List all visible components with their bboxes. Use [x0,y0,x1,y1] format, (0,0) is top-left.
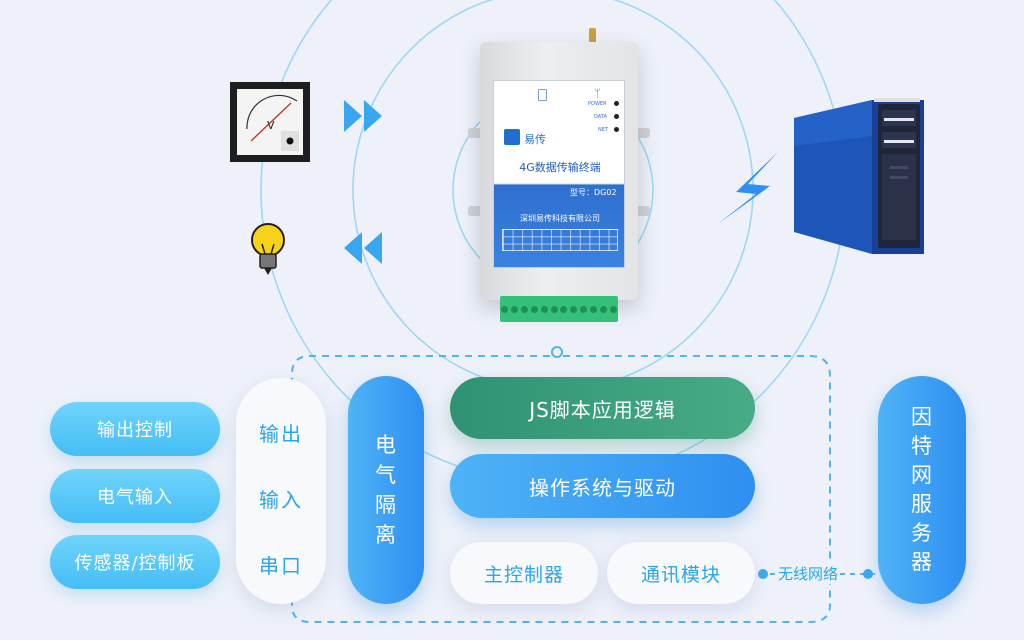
io-serial-label: 串口 [259,554,303,578]
os-driver-pill: 操作系统与驱动 [450,454,755,518]
sensor-control-board-pill: 传感器/控制板 [50,535,220,589]
io-column [236,378,326,604]
antenna-icon: ᛘ [594,87,601,100]
output-control-pill: 输出控制 [50,402,220,456]
dtu-device-panel: ᛘ POWER DATA NET 易传 4G数据传输终端 型号：DG02 深圳易… [493,80,625,268]
js-script-logic-pill: JS脚本应用逻辑 [450,377,755,439]
server-computer-icon [794,98,924,254]
electrical-input-pill: 电气输入 [50,469,220,523]
sim-slot-icon [538,89,547,101]
device-port-grid [502,229,618,251]
main-controller-pill: 主控制器 [450,542,598,604]
device-model: 型号：DG02 [570,188,617,197]
device-brand: 易传 [524,133,546,146]
device-company: 深圳易传科技有限公司 [520,214,600,223]
io-input-label: 输入 [259,488,303,512]
electrical-isolation-pill: 电 气 隔 离 [348,376,424,604]
svg-text:V: V [267,119,275,132]
lightning-icon [718,152,778,224]
brand-logo-icon [504,129,520,145]
forward-arrow-icon [344,100,382,132]
comm-module-pill: 通讯模块 [607,542,755,604]
led-net-label: NET [598,127,608,133]
terminal-block [500,296,618,322]
internet-server-pill: 因 特 网 服 务 器 [878,376,966,604]
device-title: 4G数据传输终端 [519,161,601,174]
io-output-label: 输出 [259,422,303,446]
led-data-label: DATA [594,114,607,120]
light-bulb-icon [251,223,285,275]
led-power-label: POWER [588,101,607,107]
voltmeter-icon: V [230,82,310,162]
backward-arrow-icon [344,232,382,264]
wireless-network-label: 无线网络 [776,563,841,584]
